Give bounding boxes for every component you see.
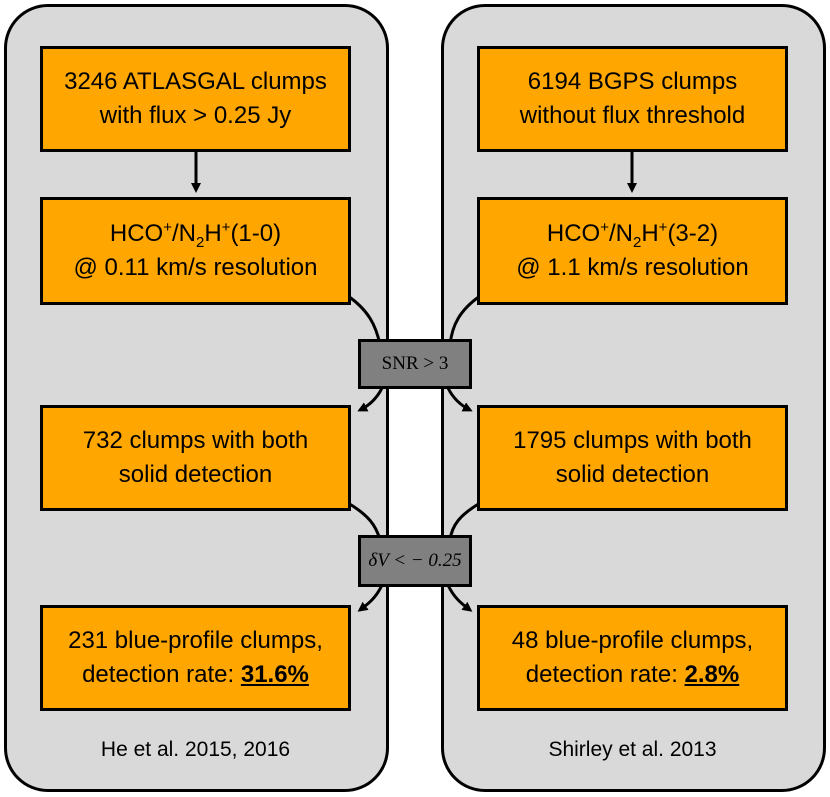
left-box2-line1: HCO+/N2H+(1-0) [109,219,282,251]
right-box4-line2: detection rate: 2.8% [525,661,740,688]
left-box-blue-profile: 231 blue-profile clumps, detection rate:… [40,605,351,711]
left-box4-line1: 231 blue-profile clumps, [68,627,323,654]
left-box3-line1: 732 clumps with both [82,427,309,454]
curve-snr-left-box3 [357,387,384,412]
left-box2-line2: @ 0.11 km/s resolution [73,254,318,281]
left-box-detections: 732 clumps with both solid detection [40,405,351,511]
curve-dv-right-box4 [446,584,473,612]
left-box1-line1: 3246 ATLASGAL clumps [64,68,327,95]
filter-snr: SNR > 3 [358,339,472,389]
right-box3-line1: 1795 clumps with both [513,427,752,454]
right-box4-line1: 48 blue-profile clumps, [511,627,754,654]
right-box2-line1: HCO+/N2H+(3-2) [546,219,719,251]
left-box3-line2: solid detection [118,461,273,488]
left-box-clumps-input: 3246 ATLASGAL clumps with flux > 0.25 Jy [40,46,351,152]
curve-dv-left-box4 [357,584,384,612]
left-box4-line2: detection rate: 31.6% [82,661,309,688]
right-caption: Shirley et al. 2013 [548,738,717,761]
left-box-tracer: HCO+/N2H+(1-0) @ 0.11 km/s resolution [40,197,351,305]
right-box-clumps-input: 6194 BGPS clumps without flux threshold [477,46,788,152]
left-caption: He et al. 2015, 2016 [100,738,291,761]
right-box2-line2: @ 1.1 km/s resolution [516,254,749,281]
right-box-detections: 1795 clumps with both solid detection [477,405,788,511]
right-box-blue-profile: 48 blue-profile clumps, detection rate: … [477,605,788,711]
right-box1-line1: 6194 BGPS clumps [527,68,738,95]
filter-dv: δV < − 0.25 [358,535,472,587]
right-box1-line2: without flux threshold [519,102,746,129]
right-detection-rate: 2.8% [684,661,740,688]
curve-snr-right-box3 [446,387,473,412]
curve-left-box2-snr [347,294,382,346]
left-detection-rate: 31.6% [240,661,309,688]
right-box3-line2: solid detection [555,461,710,488]
curve-right-box2-snr [448,294,481,346]
right-box-tracer: HCO+/N2H+(3-2) @ 1.1 km/s resolution [477,197,788,305]
left-box1-line2: with flux > 0.25 Jy [99,102,292,129]
